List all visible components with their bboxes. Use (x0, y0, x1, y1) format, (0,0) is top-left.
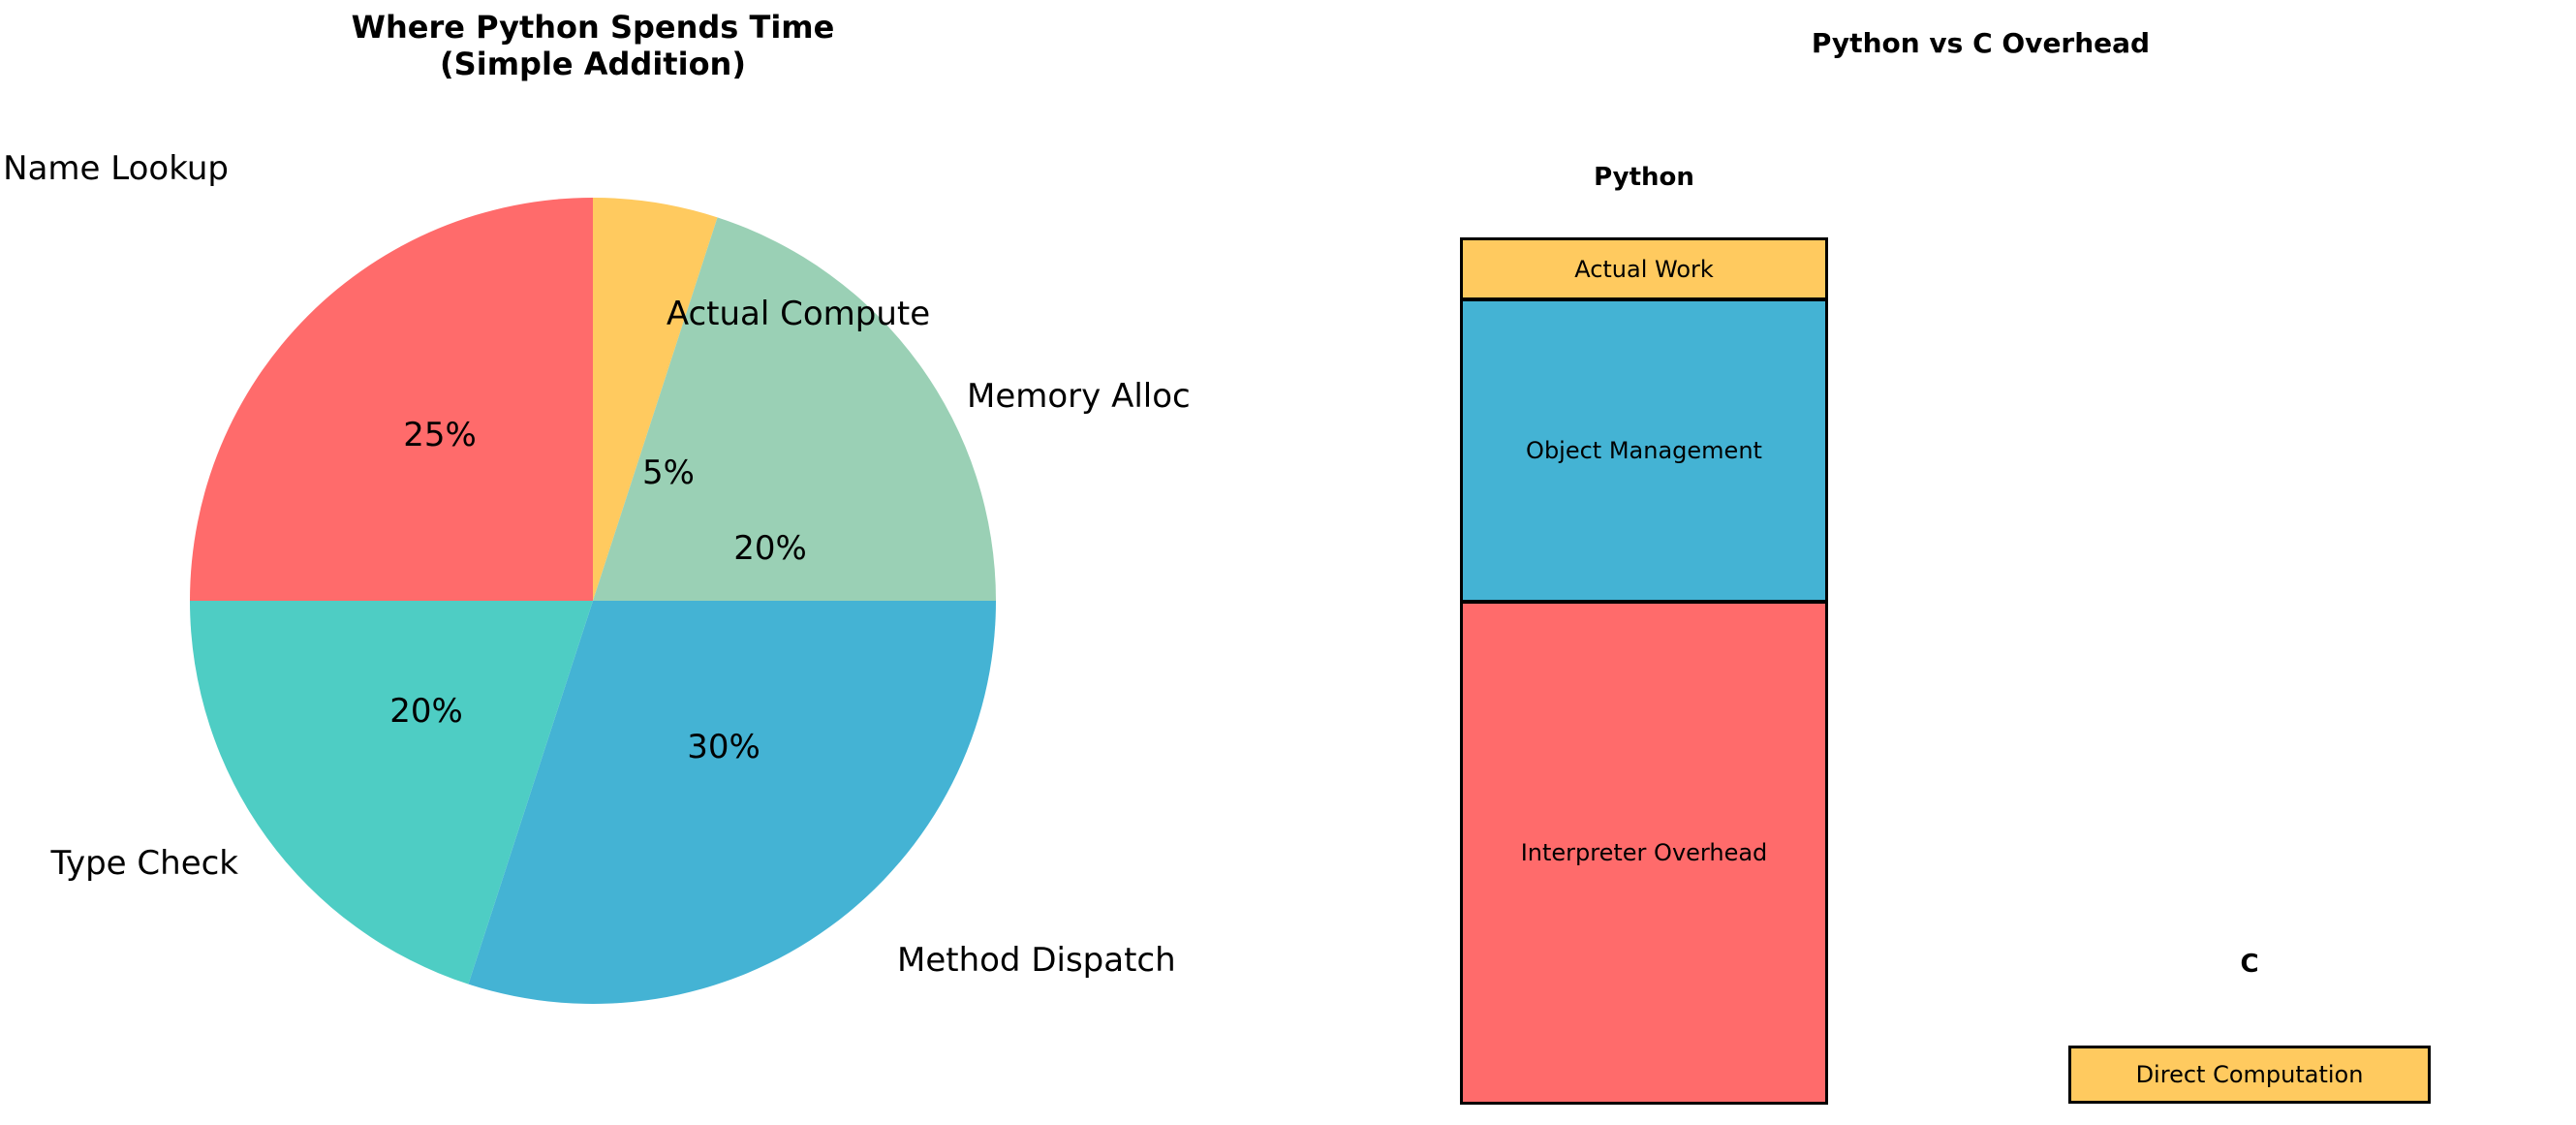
pie-slice-method-dispatch[interactable] (468, 601, 996, 1004)
pie-chart-title: Where Python Spends Time (Simple Additio… (351, 9, 835, 82)
bar-column-title-c: C (2240, 950, 2259, 979)
pie-chart-svg (190, 198, 996, 1004)
pie-label-type-check: Type Check (50, 844, 239, 883)
pie-label-actual-compute: Actual Compute (666, 295, 931, 333)
pie-slice-actual-compute[interactable] (593, 198, 718, 601)
bar-segment-actual-work[interactable]: Actual Work (1460, 237, 1828, 300)
pie-slice-memory-alloc[interactable] (593, 217, 996, 602)
bar-segment-interpreter-overhead[interactable]: Interpreter Overhead (1460, 601, 1828, 1105)
pie-label-name-lookup: Name Lookup (3, 149, 229, 188)
bar-segment-label-actual-work: Actual Work (1574, 255, 1714, 283)
pie-label-memory-alloc: Memory Alloc (967, 377, 1191, 416)
bar-segment-direct-computation[interactable]: Direct Computation (2068, 1046, 2431, 1104)
bar-chart-title: Python vs C Overhead (1811, 27, 2151, 59)
pie-label-method-dispatch: Method Dispatch (897, 941, 1176, 980)
bar-column-title-python: Python (1594, 163, 1694, 192)
bar-segment-label-object-management: Object Management (1526, 437, 1762, 464)
bar-segment-label-direct-computation: Direct Computation (2135, 1061, 2364, 1088)
pie-slice-name-lookup[interactable] (190, 198, 593, 601)
bar-segment-label-interpreter-overhead: Interpreter Overhead (1520, 839, 1768, 866)
pie-slice-type-check[interactable] (190, 601, 593, 984)
bar-segment-object-management[interactable]: Object Management (1460, 298, 1828, 603)
